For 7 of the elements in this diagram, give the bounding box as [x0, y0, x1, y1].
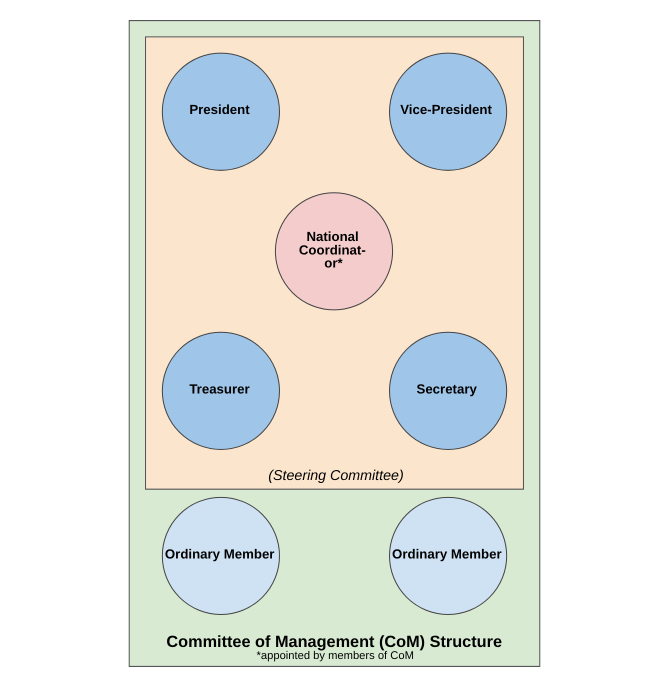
node-circle: Secretary: [389, 332, 508, 450]
node-circle: National Coordinat- or*: [274, 192, 394, 310]
node-circle: Treasurer: [162, 332, 280, 450]
node-circle: Ordinary Member: [389, 496, 508, 615]
node-circle: Vice-President: [389, 52, 508, 171]
node-circle: President: [162, 52, 280, 171]
node-circle: Ordinary Member: [162, 496, 280, 615]
